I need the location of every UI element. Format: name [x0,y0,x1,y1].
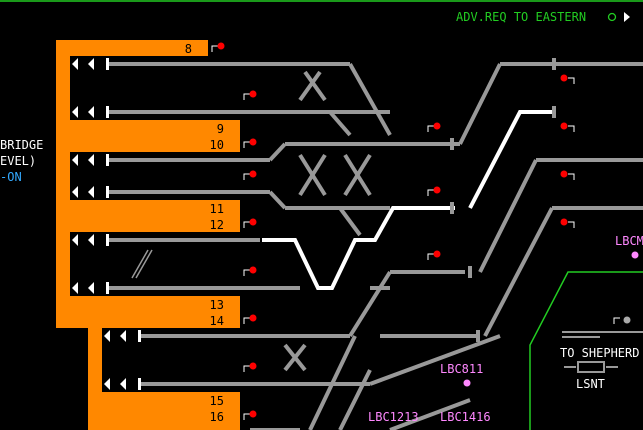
platform-13: 13 [209,298,224,312]
set-route [262,110,556,290]
platform-15: 15 [209,394,224,408]
ring-icon[interactable] [607,12,617,22]
panel-line-level: EVEL) [0,154,37,168]
platform-9: 9 [216,122,224,136]
platform-11: 11 [209,202,224,216]
route-lbc811[interactable]: LBC811 [440,362,484,376]
platform-14: 14 [209,314,224,328]
route-lbc1213[interactable]: LBC1213 [368,410,419,424]
tracks [108,62,643,430]
platform-16: 16 [209,410,224,424]
lsnt-label: LSNT [576,377,605,391]
route-lbc1416[interactable]: LBC1416 [440,410,491,424]
adv-req-controls[interactable] [606,10,636,24]
platform-8: 8 [184,42,192,56]
route-dots [463,251,639,387]
panel-line-on: -ON [0,170,22,184]
region-border [529,271,643,430]
adv-req-label: ADV.REQ TO EASTERN [456,10,587,24]
lsnt-symbol [562,331,643,373]
triangle-right-icon[interactable] [624,12,630,22]
buffer-stops [72,58,141,390]
to-shepherds-label: TO SHEPHERD [560,346,640,360]
section-joints [450,58,556,342]
platform-block [56,40,240,430]
platform-10: 10 [209,138,224,152]
panel-line-bridge: BRIDGE [0,138,44,152]
route-lbcm[interactable]: LBCM [615,234,643,248]
platform-12: 12 [209,218,224,232]
signals [211,42,631,420]
